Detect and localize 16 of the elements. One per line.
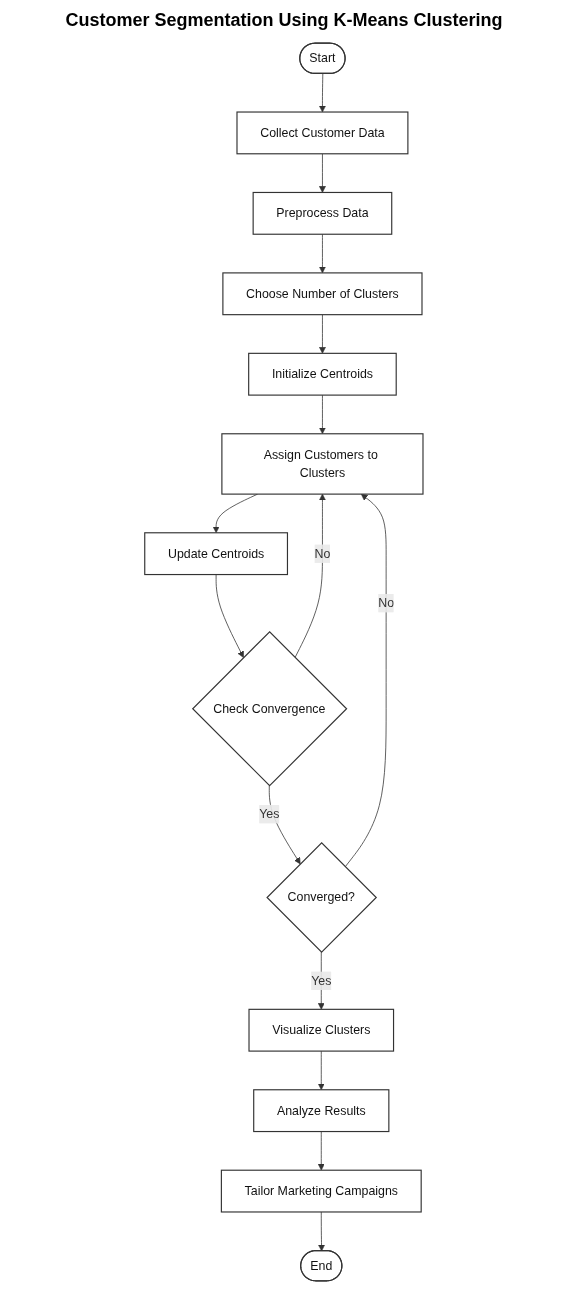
node-diamond: Check Convergence xyxy=(192,630,348,787)
edge-label: No xyxy=(378,596,395,610)
node-box: Update Centroids xyxy=(144,532,289,576)
node-box: Tailor Marketing Campaigns xyxy=(220,1169,422,1213)
node-box: Visualize Clusters xyxy=(248,1008,395,1052)
edge-label: No xyxy=(314,546,331,560)
node-diamond: Converged? xyxy=(266,842,378,953)
edge-label: Yes xyxy=(259,807,280,821)
edge-label: Yes xyxy=(311,973,332,987)
node-box: Initialize Centroids xyxy=(248,352,397,396)
node-box: Collect Customer Data xyxy=(236,111,409,155)
node-box: Choose Number of Clusters xyxy=(222,272,423,316)
node-box: Analyze Results xyxy=(253,1089,390,1133)
diagram-title: Customer Segmentation Using K-Means Clustering xyxy=(64,10,504,31)
node-box: Assign Customers to Clusters xyxy=(221,433,424,495)
node-box: Preprocess Data xyxy=(252,191,393,235)
